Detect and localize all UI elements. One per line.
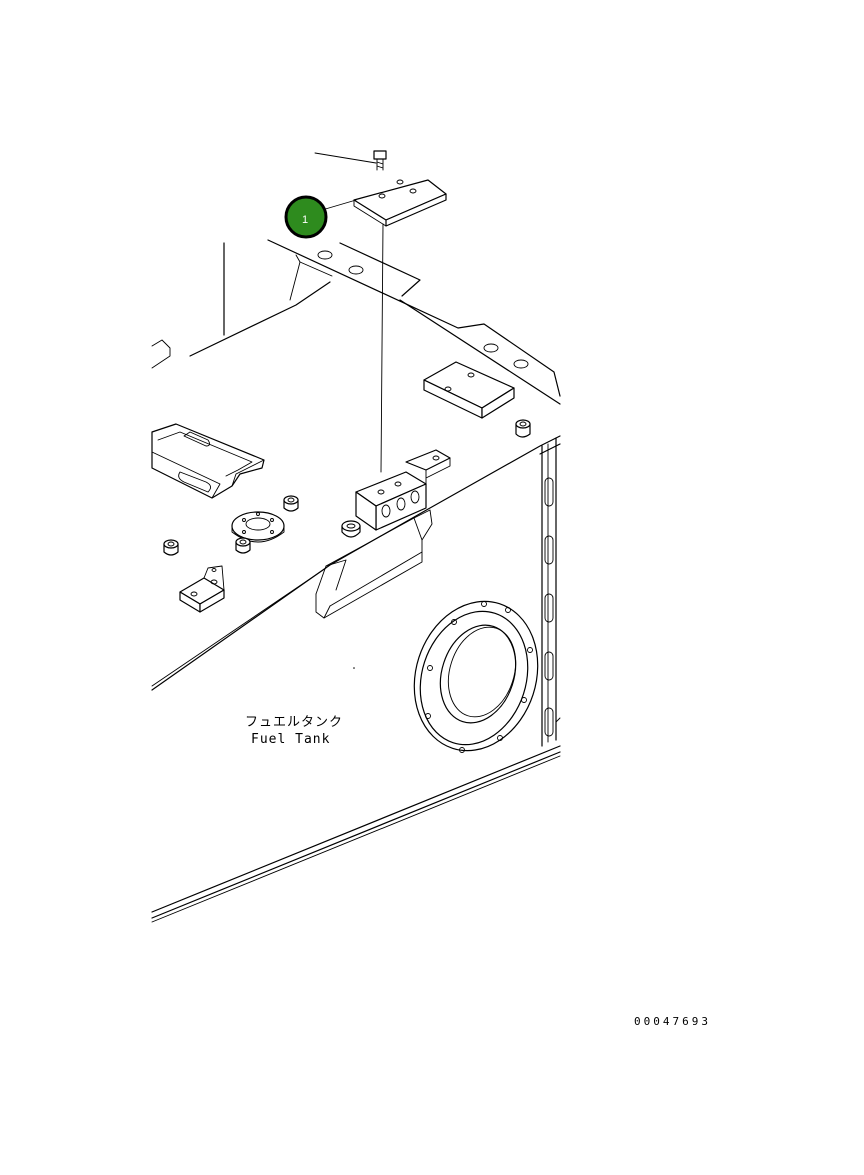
boss-3 [163,539,179,556]
pad [423,361,515,419]
boss-2 [341,520,361,538]
document-number: 00047693 [634,1015,711,1028]
side-flange [541,437,561,747]
boss-4 [235,537,251,554]
tank-bottom [151,667,561,923]
side-port-flange [413,600,539,753]
top-flange [231,511,285,543]
callout-number: 1 [302,214,308,226]
strap-bracket [151,423,265,499]
tank-top [151,239,561,691]
callout-circle [284,195,328,239]
bolt [314,150,387,171]
boss-1 [283,495,299,512]
callout-1[interactable]: 1 [284,195,328,239]
part-name-jp: フュエルタンク [245,715,343,730]
part-name-en: Fuel Tank [251,732,330,747]
small-clip [179,565,225,613]
recess-slot [315,509,433,619]
clamp-block [355,449,451,531]
nut-right [515,419,531,438]
bracket [353,179,447,227]
